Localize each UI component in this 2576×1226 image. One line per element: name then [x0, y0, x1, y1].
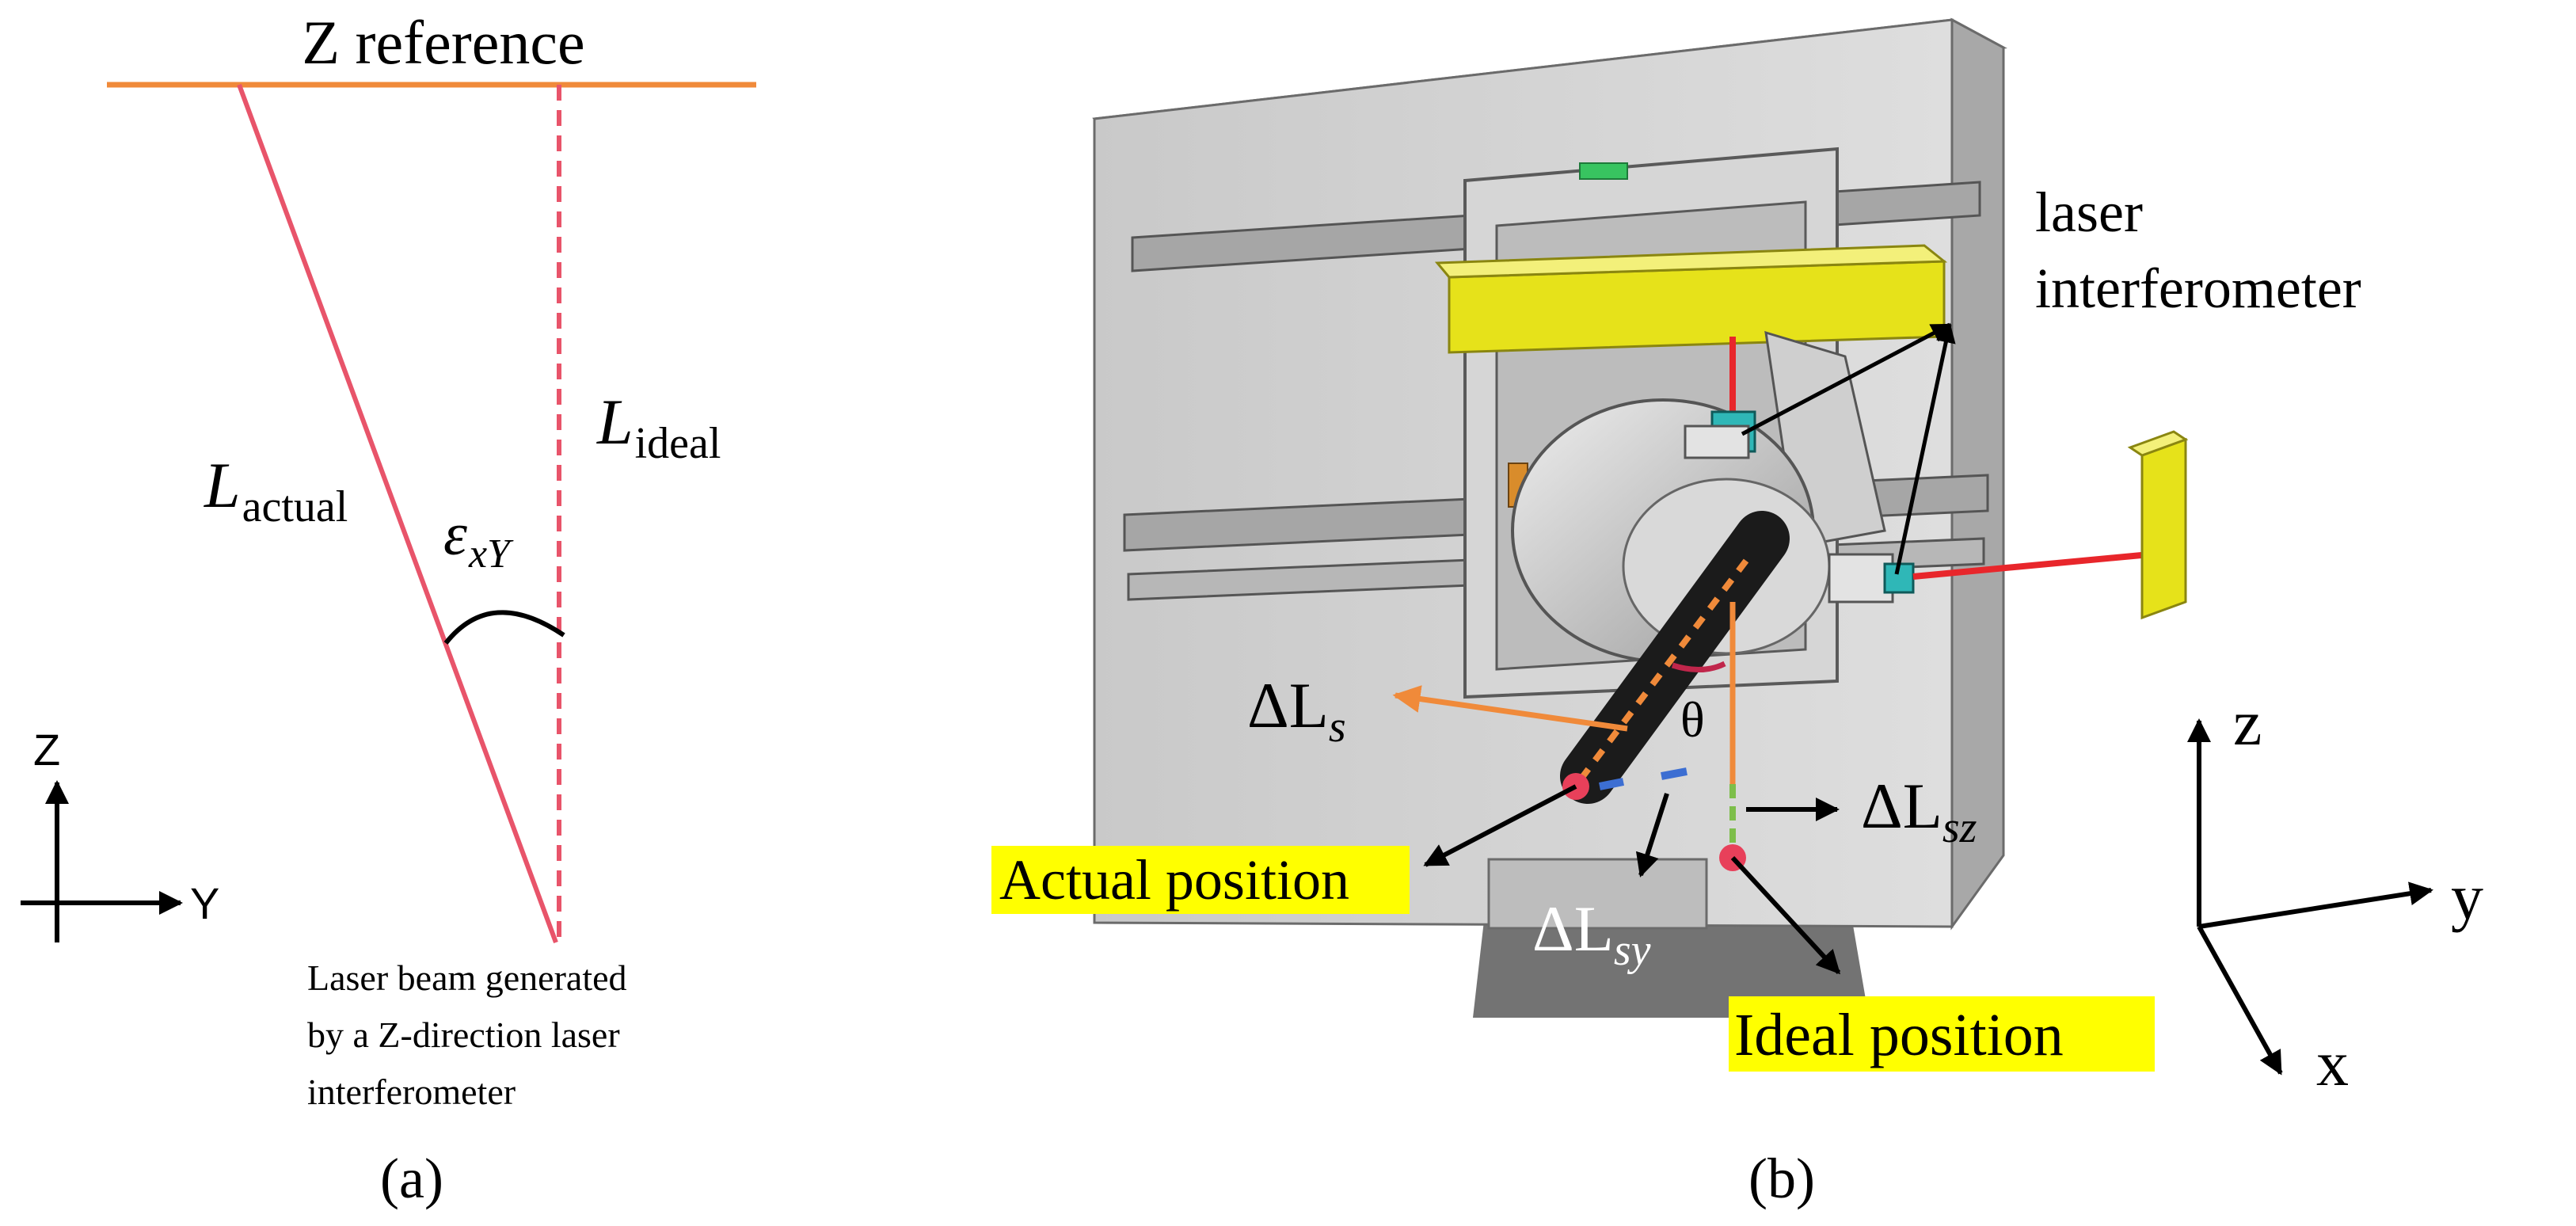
z-reference-label: Z reference: [302, 8, 584, 77]
axis-y-label-b: y: [2451, 861, 2483, 933]
z-interferometer-mount: [1684, 425, 1750, 459]
axis-z-label-a: Z: [33, 725, 60, 775]
y-interferometer-mount: [1828, 553, 1894, 603]
yellow-block-top: [1434, 244, 1948, 279]
epsilon-label: εxY: [443, 501, 514, 577]
actual-beam-line: [237, 83, 558, 944]
machine-illustration: [1092, 17, 2189, 1018]
ideal-position-highlight: [1729, 996, 2155, 1072]
panel-a-label: (a): [380, 1147, 443, 1210]
axis-z-label-b: z: [2233, 687, 2262, 759]
panel-b: laser interferometer ΔLs θ ΔLsz ΔLsy Act…: [991, 17, 2483, 1210]
ideal-position-arrow: [1730, 855, 1841, 975]
blue-dash-2: [1661, 767, 1688, 780]
delta-ls-label: ΔLs: [1247, 669, 1346, 752]
green-tab: [1579, 162, 1628, 180]
delta-lsy-arrow: [1635, 793, 1669, 878]
interferometer-label: laser interferometer: [2035, 181, 2361, 320]
actual-position-highlight: [991, 846, 1410, 914]
y-laser-beam: [1912, 551, 2151, 580]
axes-a: Z Y: [21, 725, 219, 942]
y-reflector-side: [2127, 430, 2189, 457]
l-actual-label: Lactual: [204, 449, 348, 531]
l-ideal-label: Lideal: [596, 386, 721, 468]
delta-lsz-label: ΔLsz: [1861, 770, 1977, 852]
ideal-position-label: Ideal position: [1734, 1002, 2064, 1068]
axis-y-label-a: Y: [190, 878, 219, 928]
laser-beam-caption: Laser beam generated by a Z-direction la…: [307, 958, 636, 1112]
theta-label: θ: [1680, 691, 1705, 748]
y-reflector-block: [2140, 437, 2187, 620]
axes-b: z y x: [2187, 687, 2483, 1099]
blue-dash-1: [1599, 778, 1624, 790]
actual-position-arrow: [1423, 784, 1577, 867]
panel-b-label: (b): [1748, 1147, 1815, 1210]
theta-arc: [1671, 661, 1726, 673]
axis-x-label-b: x: [2316, 1027, 2349, 1099]
delta-lsy-label: ΔLsy: [1532, 893, 1651, 975]
panel-a: Z reference Lactual Lideal εxY Z Y Laser…: [21, 8, 756, 1210]
delta-ls-arrow: [1392, 685, 1628, 732]
epsilon-angle-arc: [443, 610, 565, 645]
interferometer-pointer-1: [1741, 322, 1952, 436]
actual-position-label: Actual position: [999, 848, 1349, 912]
interferometer-pointer-2: [1894, 322, 1956, 575]
plate-right-face: [1950, 17, 2005, 931]
